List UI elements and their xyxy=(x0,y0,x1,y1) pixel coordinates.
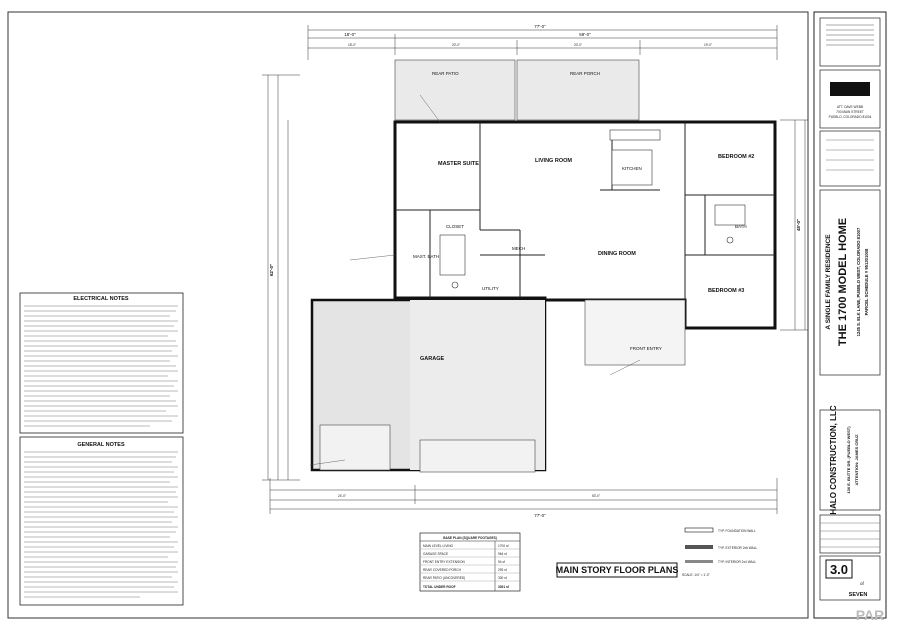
general-notes-lines xyxy=(24,451,178,598)
dim-top-row-1: 18'-0" xyxy=(344,32,356,37)
table-row-label: FRONT ENTRY EXTENSION xyxy=(423,560,465,564)
electrical-notes-lines xyxy=(24,305,178,427)
seal-lines xyxy=(826,139,874,171)
client-logo xyxy=(830,82,870,96)
client-street: 700 MAIN STREET xyxy=(836,110,864,114)
master-suite-label: MASTER SUITE xyxy=(438,161,479,167)
electrical-notes-title: ELECTRICAL NOTES xyxy=(73,296,129,302)
garage-door-left xyxy=(319,424,391,471)
legend-item: TYP. INTERIOR 2x4 WALL xyxy=(718,560,756,564)
front-entry-area xyxy=(584,299,686,366)
dining-room-label: DINING ROOM xyxy=(598,251,636,257)
dim-top-row-2: 59'-0" xyxy=(579,32,591,37)
sheet-of-label: of xyxy=(860,581,865,586)
general-notes-title: GENERAL NOTES xyxy=(77,442,125,448)
project-address: 1245 S. ELK LANE, PUEBLO WEST, COLORADO … xyxy=(856,227,861,336)
toilet-icon-2 xyxy=(726,236,734,244)
table-row-value: 3051 sf xyxy=(498,585,510,589)
square-footage-table xyxy=(419,532,521,592)
sheet-number: 3.0 xyxy=(830,562,848,577)
garage-label: GARAGE xyxy=(420,356,444,362)
parcel-number: PARCEL SCHEDULE # 951301008 xyxy=(864,248,869,315)
seal-box xyxy=(819,130,881,187)
utility-label: UTILITY xyxy=(482,286,499,291)
legend-item: TYP. EXTERIOR 2x6 WALL xyxy=(718,546,758,550)
company-box xyxy=(819,409,881,511)
table-title: BASE PLAN (SQUARE FOOTAGES) xyxy=(443,536,497,540)
table-row-value: 964 sf xyxy=(498,552,507,556)
dim-right-overall: 48'-0" xyxy=(796,219,801,231)
client-city: PUEBLO, COLORADO 81004 xyxy=(829,115,872,119)
legend-item: TYP. FOUNDATION WALL xyxy=(718,529,756,533)
front-entry-label: FRONT ENTRY xyxy=(630,346,662,351)
electrical-notes-box xyxy=(19,292,184,434)
dim-left-overall: 62'-0" xyxy=(269,264,274,276)
side-dimension-lines xyxy=(262,74,808,481)
table-row-label: TOTAL UNDER ROOF xyxy=(423,585,456,589)
bath-label: BATH xyxy=(735,224,747,229)
dim-bottom-row-2: 53'-0" xyxy=(592,494,600,498)
table-row-value: 94 sf xyxy=(498,560,505,564)
master-bath-tub xyxy=(439,234,466,276)
logo-box xyxy=(819,17,881,67)
rear-porch-area xyxy=(516,59,640,121)
drawing-title-box xyxy=(556,562,678,578)
top-dimension-lines xyxy=(269,25,778,514)
company-address: 130 E. BUTTE DR. (PUEBLO WEST) xyxy=(846,426,851,494)
drawing-title: MAIN STORY FLOOR PLANS xyxy=(556,565,679,575)
kitchen-label: KITCHEN xyxy=(622,166,642,171)
drawing-scale: SCALE: 1/4" = 1'-0" xyxy=(682,573,710,577)
garage-door-right xyxy=(419,439,536,473)
client-name: ATT. DAVE WEBB xyxy=(837,105,863,109)
dim-second-row-2: 20'-0" xyxy=(452,43,460,47)
table-row-label: REAR COVERED PORCH xyxy=(423,568,462,572)
table-row-value: 330 sf xyxy=(498,576,507,580)
company-attention: ATTENTION: JAMES CRUZ xyxy=(854,434,859,486)
table-row-label: MAIN LEVEL LIVING xyxy=(423,544,454,548)
table-row-value: 293 sf xyxy=(498,568,507,572)
dim-second-row-4: 19'-0" xyxy=(704,43,712,47)
closet-label: CLOSET xyxy=(446,224,464,229)
table-row-value: 1700 sf xyxy=(498,544,509,548)
model-name: THE 1700 MODEL HOME xyxy=(837,218,849,346)
project-type: A SINGLE FAMILY RESIDENCE xyxy=(825,234,832,330)
dim-bottom-row-1: 24'-0" xyxy=(338,494,346,498)
bath-vanity xyxy=(714,204,746,226)
kitchen-counter xyxy=(609,129,661,141)
table-row-label: GARAGE SPACE xyxy=(423,552,448,556)
sheet-number-frame xyxy=(825,559,853,579)
revision-lines xyxy=(820,522,880,548)
master-bath-label: MAST. BATH xyxy=(413,254,439,259)
rear-patio-area xyxy=(394,59,516,121)
toilet-icon xyxy=(451,281,459,289)
rear-porch-label: REAR PORCH xyxy=(570,71,600,76)
table-row-label: REAR PATIO (UNCOVERED) xyxy=(423,576,465,580)
dim-second-row-1: 18'-0" xyxy=(348,43,356,47)
dim-overall-bottom: 77'-0" xyxy=(534,513,546,518)
bedroom3-label: BEDROOM #3 xyxy=(708,288,744,294)
sheet-total: SEVEN xyxy=(849,592,868,598)
mech-label: MECH xyxy=(512,246,525,251)
revision-box xyxy=(819,514,881,554)
dim-overall-top: 77'-0" xyxy=(534,24,546,29)
living-room-label: LIVING ROOM xyxy=(535,158,572,164)
company-name: HALO CONSTRUCTION, LLC xyxy=(829,405,838,515)
bedroom2-label: BEDROOM #2 xyxy=(718,154,754,160)
client-box xyxy=(819,69,881,129)
annotation-leaders xyxy=(309,94,641,466)
wall-legend xyxy=(684,527,714,563)
kitchen-island xyxy=(611,149,653,186)
logo-lines xyxy=(826,24,874,46)
rear-patio-label: REAR PATIO xyxy=(432,71,459,76)
dim-second-row-3: 20'-0" xyxy=(574,43,582,47)
watermark-logo: PAR xyxy=(856,607,885,623)
project-box xyxy=(819,189,881,376)
